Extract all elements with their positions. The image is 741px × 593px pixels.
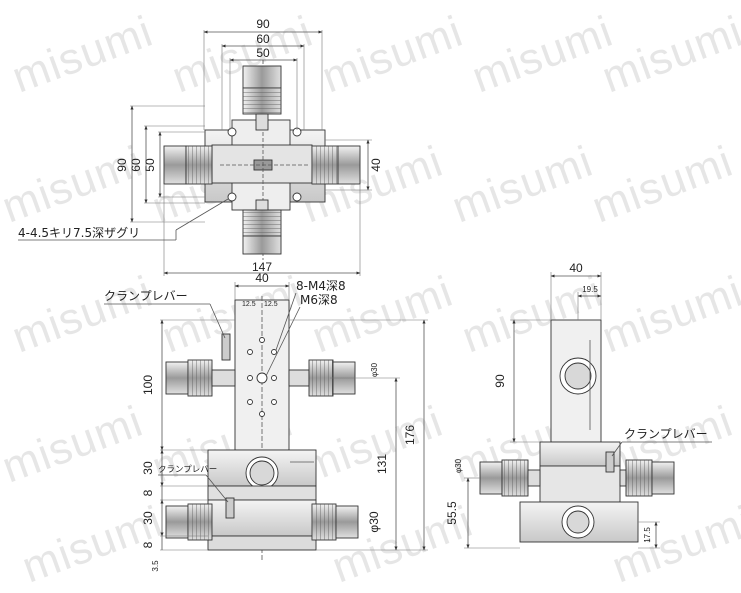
label-side-clamp-lever: クランプレバー [624, 427, 708, 441]
dim-width-60: 60 [256, 32, 270, 46]
front-lower-right-knob-head [335, 505, 359, 539]
clamp-lever-lower [225, 497, 235, 519]
tapped-holes [247, 337, 277, 417]
side-left-knob-head [479, 461, 503, 495]
top-knob-head [242, 65, 282, 89]
dim-side-width-40: 40 [569, 261, 583, 275]
dim-side-19-5: 19.5 [582, 285, 598, 294]
label-clamp-lever-mid: クランプレバー [158, 465, 217, 475]
dim-front-width-40: 40 [255, 271, 269, 285]
right-knob-knurl [312, 146, 338, 184]
note-counterbore: 4-4.5キリ7.5深ザグリ [18, 226, 140, 240]
side-clamp-lever [605, 451, 615, 473]
clamp-lever-upper [221, 333, 231, 361]
dim-front-8a: 8 [141, 489, 155, 496]
left-knob-knurl [186, 146, 212, 184]
front-base [207, 535, 317, 551]
front-upper-left-knob-head [165, 361, 189, 395]
note-tap-8-m4: 8-M4深8 [296, 279, 346, 293]
dim-side-90: 90 [493, 374, 507, 388]
dim-pitch-a: 12.5 [242, 301, 256, 308]
right-knob-head [337, 145, 361, 185]
counterbore-hole [227, 127, 237, 137]
top-knob-knurl [243, 88, 281, 114]
bottom-knob-head [242, 235, 282, 255]
counterbore-hole [292, 192, 302, 202]
dim-width-147: 147 [252, 260, 272, 274]
dim-side-55-5: 55.5 [445, 501, 459, 525]
top-knob-shaft [255, 113, 269, 131]
dim-front-phi30b: φ30 [367, 511, 381, 532]
dim-height-50: 50 [143, 158, 157, 172]
dim-width-90: 90 [256, 17, 270, 31]
dim-front-3-5: 3.5 [151, 560, 160, 572]
front-lower-left-knob-head [165, 505, 189, 539]
counterbore-hole [227, 192, 237, 202]
dim-side-phi30: φ30 [454, 458, 463, 473]
dim-height-40: 40 [369, 158, 383, 172]
dim-front-phi30a: φ30 [370, 362, 379, 377]
dim-front-8b: 8 [141, 541, 155, 548]
dim-height-90: 90 [115, 158, 129, 172]
dim-width-50: 50 [256, 46, 270, 60]
dim-front-176: 176 [403, 425, 417, 445]
dim-front-30b: 30 [141, 511, 155, 525]
left-knob-head [163, 145, 187, 185]
side-right-knob-head [651, 461, 675, 495]
dim-height-60: 60 [129, 158, 143, 172]
leader-line [175, 198, 229, 231]
side-view: 40 19.5 90 55.5 φ30 17.5 クランプレバー [445, 261, 712, 549]
dim-pitch-b: 12.5 [264, 301, 278, 308]
front-view: クランプレバー クランプレバー 8-M4深8 M6深8 40 12.5 12.5… [104, 271, 428, 572]
dim-front-131: 131 [375, 454, 389, 474]
dim-side-17-5: 17.5 [643, 527, 652, 543]
dim-front-100: 100 [141, 375, 155, 395]
note-tap-m6: M6深8 [300, 293, 338, 307]
front-stage-bottom [207, 499, 317, 537]
label-clamp-lever-top: クランプレバー [104, 289, 188, 303]
top-view: 90 60 50 90 60 50 40 147 4-4.5キリ7.5深ザグリ [18, 17, 383, 276]
dim-front-30a: 30 [141, 461, 155, 475]
bottom-knob-knurl [243, 210, 281, 236]
